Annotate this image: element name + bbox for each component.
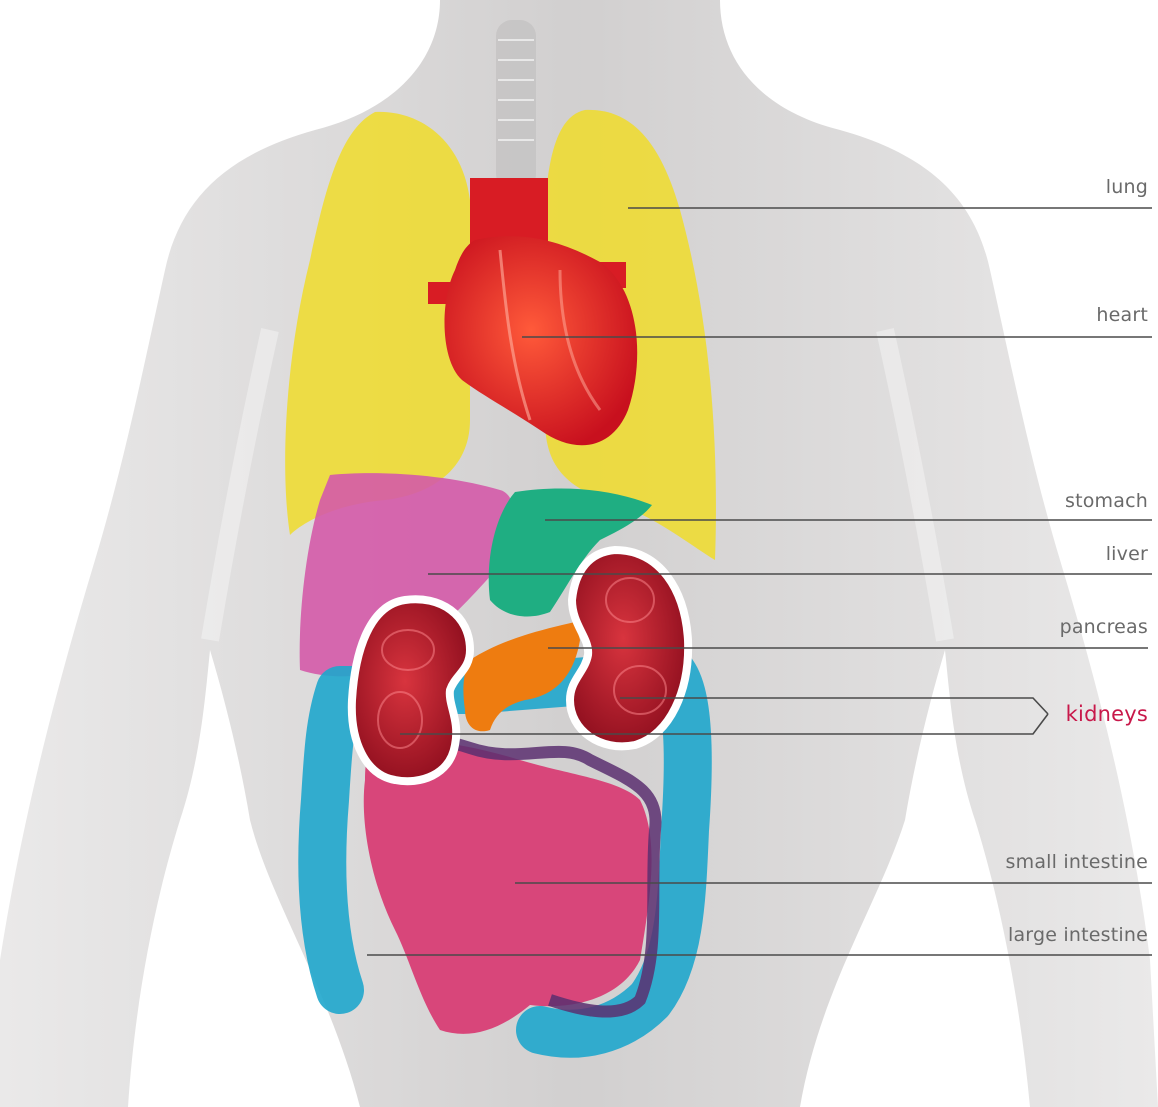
stomach-label: stomach	[1065, 490, 1148, 512]
kidney-right	[352, 599, 470, 781]
pancreas-label: pancreas	[1060, 616, 1148, 638]
heart-label: heart	[1096, 304, 1148, 326]
kidneys-label: kidneys	[1066, 702, 1148, 726]
small-intestine-label: small intestine	[1006, 851, 1148, 873]
large-intestine-label: large intestine	[1008, 924, 1148, 946]
liver-label: liver	[1106, 543, 1148, 565]
lung-label: lung	[1106, 176, 1148, 198]
